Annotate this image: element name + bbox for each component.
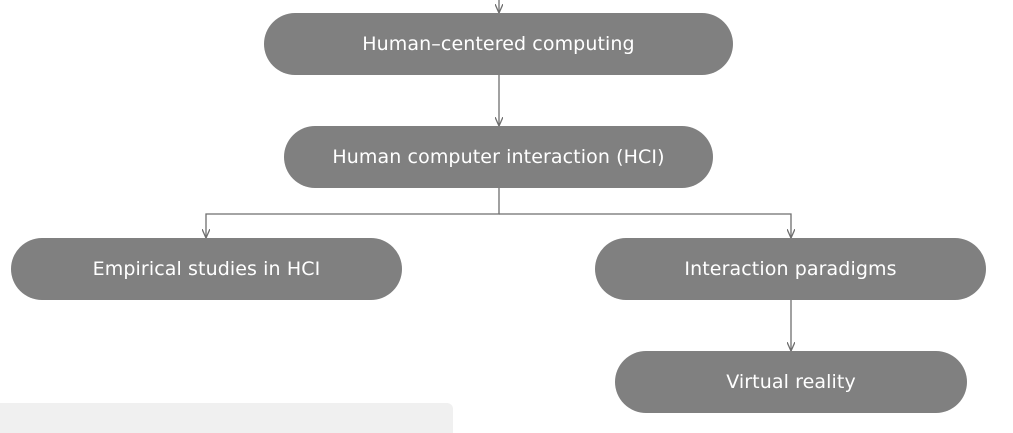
node-human-computer-interaction[interactable]: Human computer interaction (HCI) [284, 126, 713, 188]
node-label: Human computer interaction (HCI) [332, 146, 665, 168]
node-human-centered-computing[interactable]: Human–centered computing [264, 13, 733, 75]
node-empirical-studies[interactable]: Empirical studies in HCI [11, 238, 402, 300]
node-label: Virtual reality [726, 371, 856, 393]
node-virtual-reality[interactable]: Virtual reality [615, 351, 967, 413]
node-label: Interaction paradigms [684, 258, 897, 280]
node-interaction-paradigms[interactable]: Interaction paradigms [595, 238, 986, 300]
bottom-panel [0, 403, 453, 433]
edge-hci-to-empirical [206, 188, 500, 238]
edge-hci-to-paradigms [499, 213, 791, 238]
node-label: Empirical studies in HCI [92, 258, 321, 280]
node-label: Human–centered computing [362, 33, 635, 55]
